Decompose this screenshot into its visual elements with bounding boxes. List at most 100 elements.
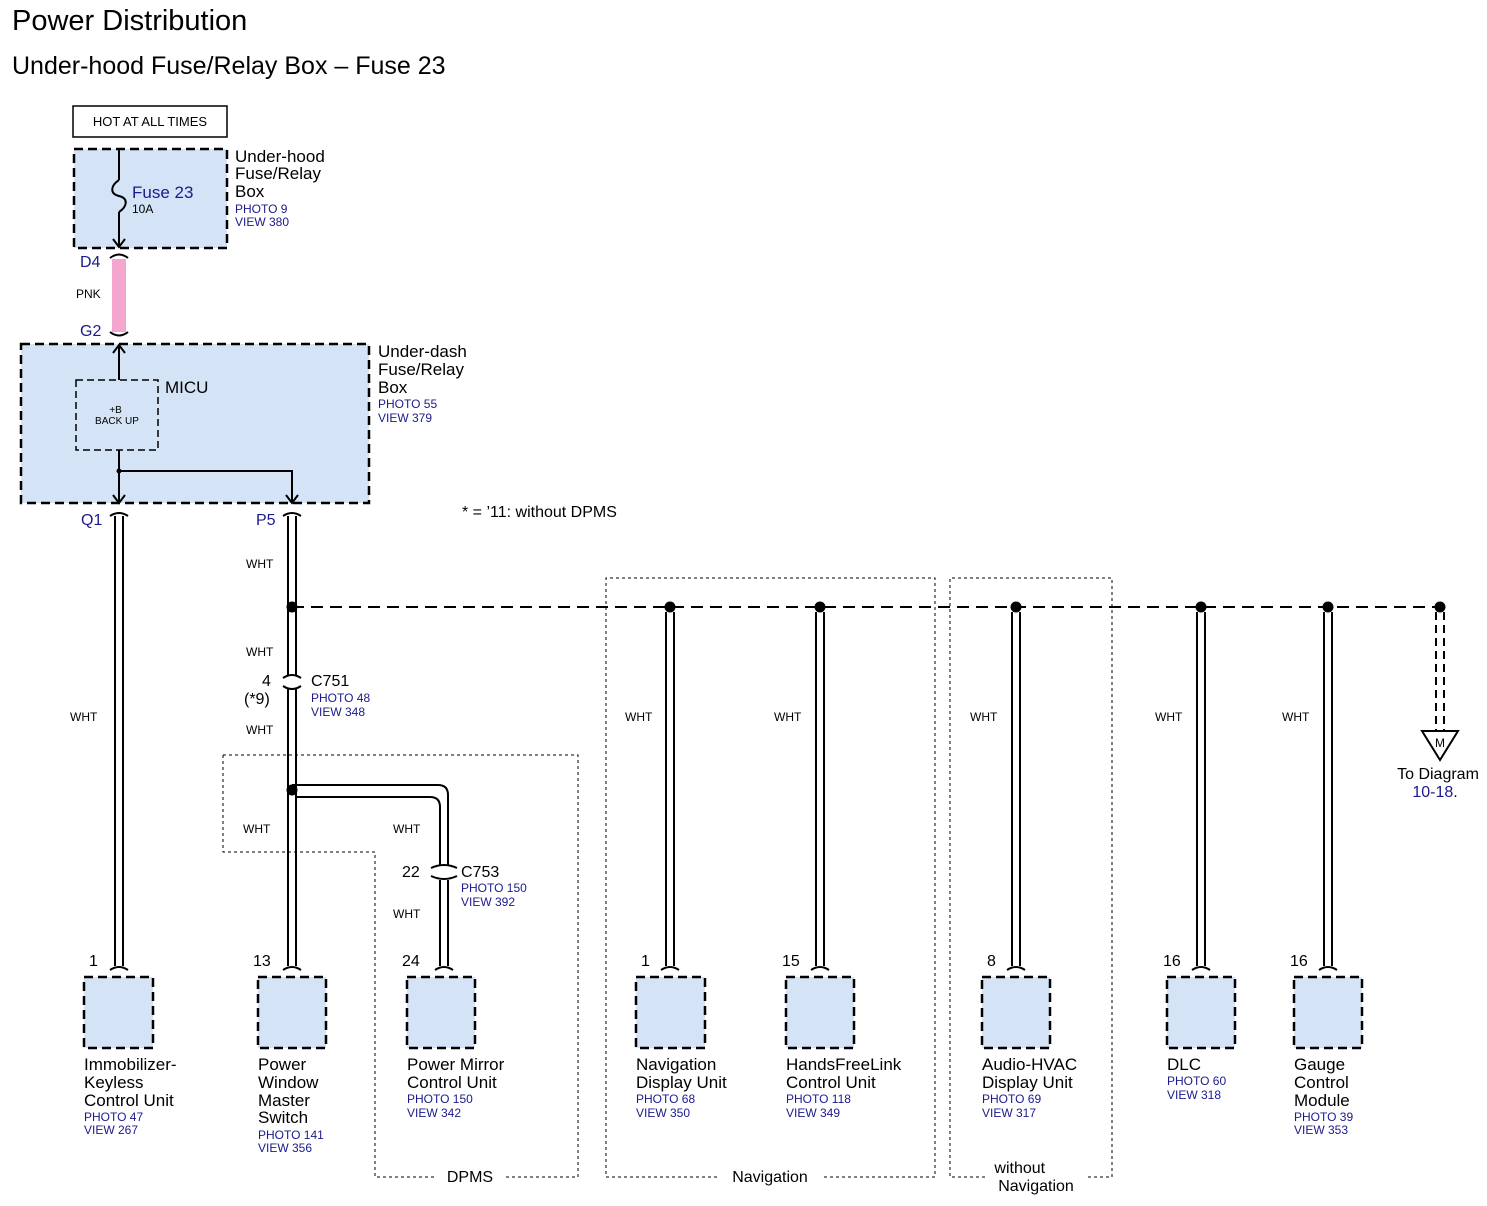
fuse-box-line: Fuse/Relay [235,164,321,183]
component-view: VIEW 318 [1167,1088,1221,1102]
component-box [1165,975,1237,1050]
component-view: VIEW 267 [84,1123,138,1137]
component-photo: PHOTO 141 [258,1128,324,1142]
wire-color-c753-below: WHT [393,907,421,921]
wire-q1 [114,516,124,966]
hot-at-all-times-box [72,105,228,138]
underdash-fuse-box [19,342,371,505]
component-name: Navigation Display Unit [636,1055,727,1092]
component-name-line: Audio-HVAC [982,1055,1077,1074]
component-name-line: Gauge [1294,1055,1345,1074]
c751-note: (*9) [244,691,270,708]
component-photo: PHOTO 47 [84,1110,143,1124]
legend-note: * = ’11: without DPMS [462,504,617,521]
wire-color-p5-low: WHT [246,723,274,737]
c751-photo: PHOTO 48 [311,691,370,705]
wire-color-audio: WHT [970,710,998,724]
component-navigation-display: 1 Navigation Display Unit PHOTO 68 VIEW … [634,953,727,1120]
fuse-box-label: Under-hood Fuse/Relay Box [235,147,330,201]
component-audio-hvac: 8 Audio-HVAC Display Unit PHOTO 69 VIEW … [980,953,1077,1120]
component-pin: 1 [89,953,98,970]
component-box [256,975,328,1050]
underdash-box-line: Box [378,378,408,397]
component-name-line: Switch [258,1108,308,1127]
pin-q1: Q1 [81,512,102,529]
component-name: HandsFreeLink Control Unit [786,1055,906,1092]
pnk-wire-color: PNK [76,287,101,301]
component-pin: 16 [1163,953,1181,970]
fuse-symbol [111,179,127,213]
component-name: Gauge Control Module [1294,1055,1354,1110]
c751-pin: 4 [262,673,271,690]
component-pin: 15 [782,953,800,970]
component-view: VIEW 317 [982,1106,1036,1120]
wire-color-dpms-right: WHT [393,822,421,836]
wire-color-dpms-left: WHT [243,822,271,836]
page-subtitle: Under-hood Fuse/Relay Box – Fuse 23 [12,52,446,80]
component-photo: PHOTO 118 [786,1092,851,1106]
to-diagram-symbol: M [1435,736,1445,750]
to-diagram-tail: . [1453,784,1457,801]
c753-name: C753 [461,864,499,881]
component-photo: PHOTO 69 [982,1092,1041,1106]
wire-p5 [287,516,297,966]
without-navigation-label: without Navigation [993,1160,1073,1195]
component-name-line: Navigation [636,1055,716,1074]
wire-to-c753 [292,784,449,966]
component-name-line: Keyless [84,1073,144,1092]
component-pin: 1 [641,953,650,970]
component-photo: PHOTO 150 [407,1092,473,1106]
component-name-line: Display Unit [636,1073,727,1092]
wire-color-q1: WHT [70,710,98,724]
page-title: Power Distribution [12,5,247,37]
component-box [980,975,1052,1050]
fuse-box-photo: PHOTO 9 [235,202,288,216]
to-diagram-target[interactable]: 10-18 [1412,784,1453,801]
component-name-line: Window [258,1073,319,1092]
to-diagram-link[interactable]: 10-18. [1412,784,1457,801]
component-name-line: HandsFreeLink [786,1055,902,1074]
wire-color-nav1: WHT [625,710,653,724]
fuse-box-line: Box [235,182,265,201]
backup-line: BACK UP [95,416,139,427]
wire-color-p5-top: WHT [246,557,274,571]
wire-color-p5-mid: WHT [246,645,274,659]
component-view: VIEW 356 [258,1141,312,1155]
component-dlc: 16 DLC PHOTO 60 VIEW 318 [1163,953,1237,1102]
c753-view: VIEW 392 [461,895,515,909]
c753-photo: PHOTO 150 [461,881,527,895]
pnk-wire [112,259,126,332]
component-box [405,975,477,1050]
splice-points [286,601,1446,796]
wire-branches [665,612,1333,966]
dpms-group-box [223,754,579,1178]
component-name-line: Immobilizer- [84,1055,177,1074]
component-power-mirror: 24 Power Mirror Control Unit PHOTO 150 V… [402,953,505,1120]
component-photo: PHOTO 60 [1167,1074,1226,1088]
underdash-box-view: VIEW 379 [378,411,432,425]
backup-block-label: +B BACK UP [95,405,139,427]
pin-g2: G2 [80,323,101,340]
component-name-line: Control [1294,1073,1349,1092]
component-name-line: DLC [1167,1055,1201,1074]
component-handsfreelink: 15 HandsFreeLink Control Unit PHOTO 118 … [782,953,906,1120]
component-power-window: 13 Power Window Master Switch PHOTO 141 … [253,953,328,1155]
component-name-line: Control Unit [786,1073,876,1092]
underdash-box-line: Under-dash [378,342,467,361]
component-box [784,975,856,1050]
backup-block [75,379,159,451]
component-name-line: Master [258,1091,310,1110]
dpms-group-label: DPMS [447,1169,493,1186]
component-pin: 8 [987,953,996,970]
c753-pin: 22 [402,864,420,881]
component-box [1292,975,1364,1050]
c751-view: VIEW 348 [311,705,365,719]
to-diagram-label: To Diagram [1397,766,1479,783]
wire-color-nav2: WHT [774,710,802,724]
component-view: VIEW 353 [1294,1123,1348,1137]
c751-name: C751 [311,673,349,690]
fuse-box-line: Under-hood [235,147,325,166]
without-navigation-line: Navigation [998,1178,1074,1195]
component-name: Power Window Master Switch [258,1055,323,1127]
